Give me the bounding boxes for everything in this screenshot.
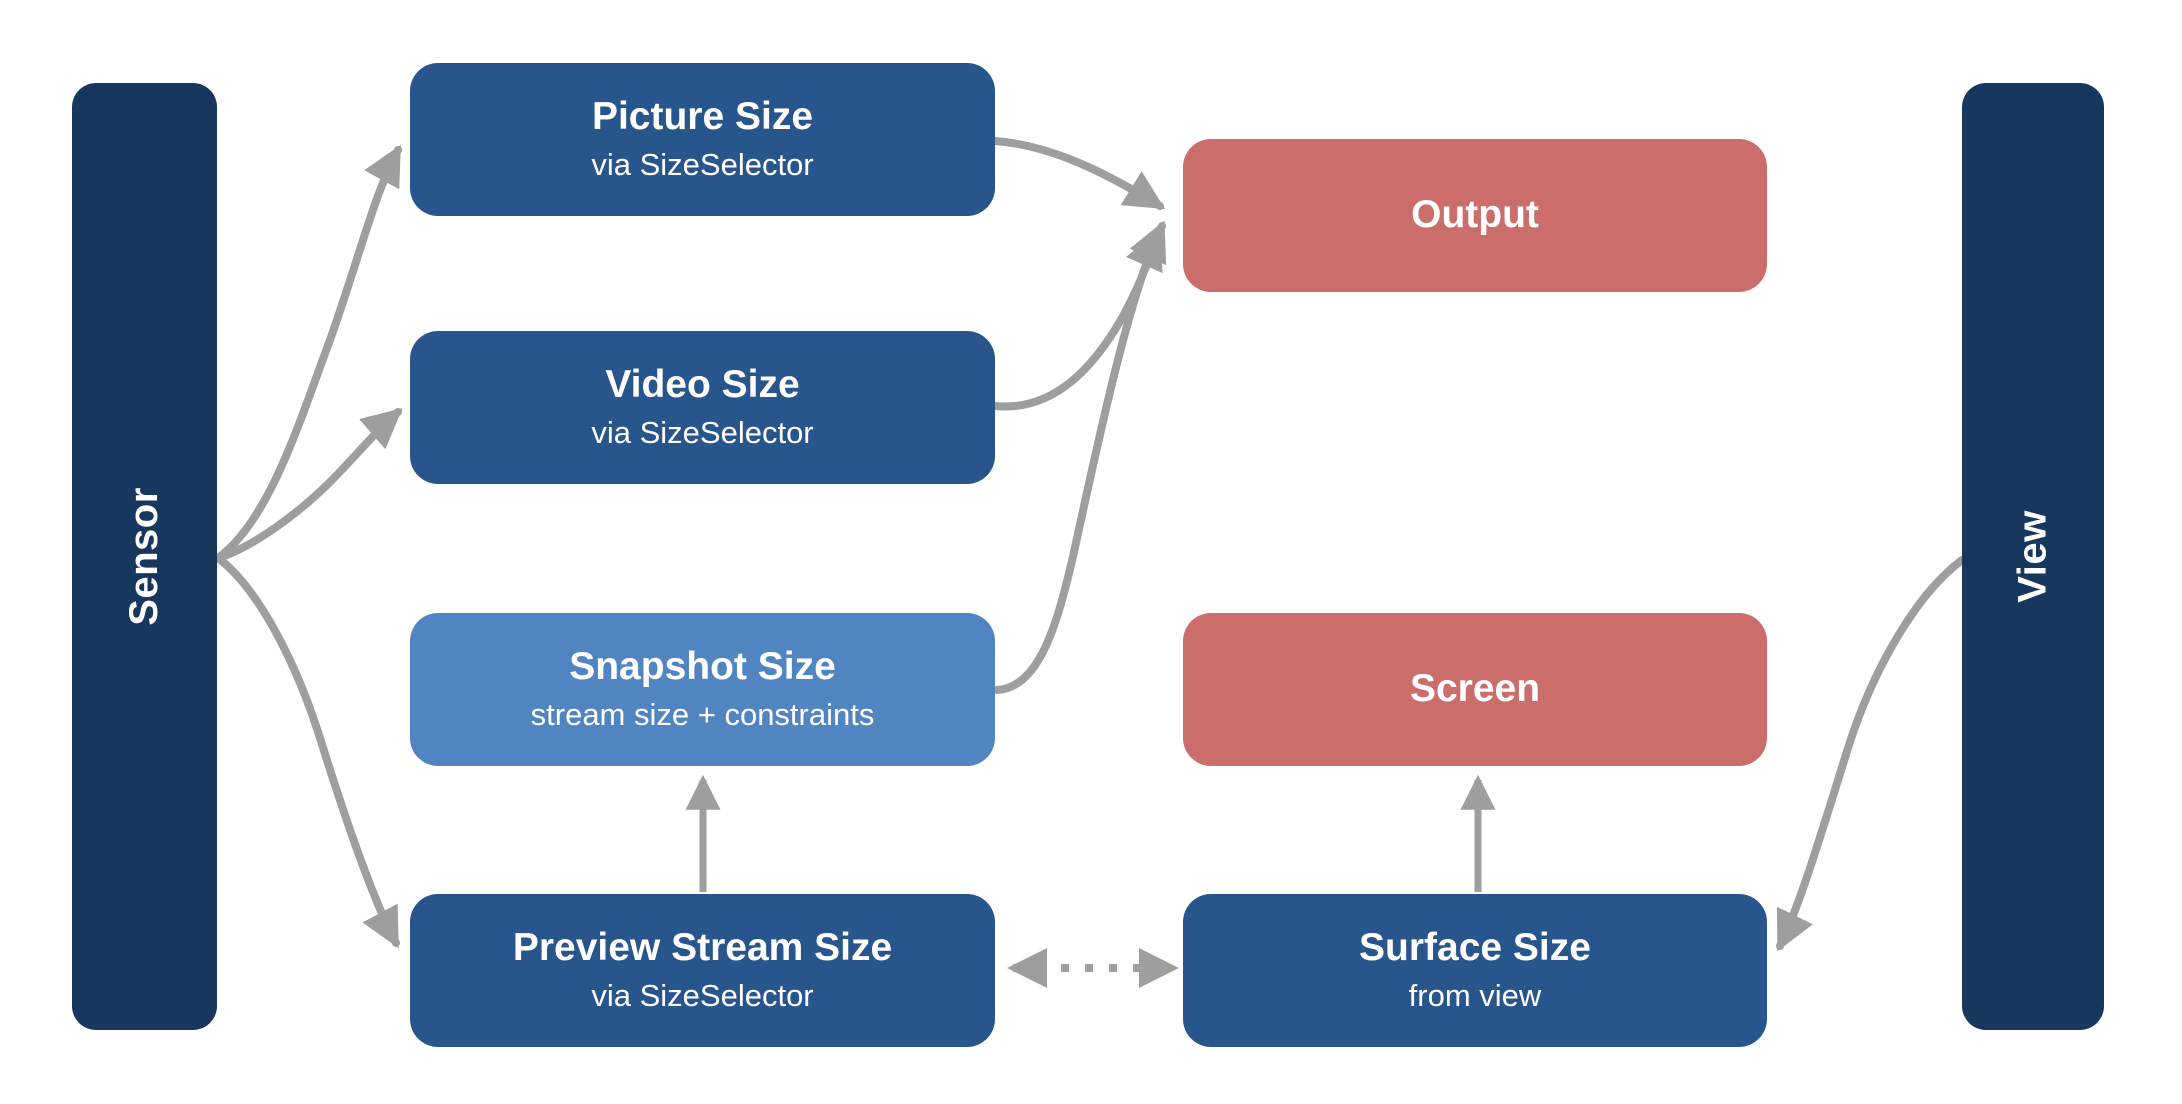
lane-view-label: View [2010,510,2055,603]
node-snapshot-size: Snapshot Size stream size + constraints [410,613,995,766]
node-preview-stream-size-title: Preview Stream Size [512,926,893,970]
edge-snapshot-size-to-output [993,228,1163,694]
node-picture-size-title: Picture Size [591,95,814,139]
edge-sensor-to-preview-stream-size [214,554,400,949]
edge-sensor-to-video-size [214,408,403,562]
lane-sensor-label: Sensor [121,487,166,626]
edge-view-to-surface-size [1776,556,1966,952]
node-screen-title: Screen [1409,667,1541,711]
node-video-size-subtitle: via SizeSelector [591,415,814,451]
edge-sensor-to-picture-size [214,144,402,562]
node-preview-stream-size-subtitle: via SizeSelector [591,978,814,1014]
lane-sensor: Sensor [72,83,217,1030]
node-video-size: Video Size via SizeSelector [410,331,995,484]
edge-picture-size-to-output [991,137,1166,210]
node-output: Output [1183,139,1767,292]
edge-video-size-to-output [991,220,1167,411]
node-video-size-title: Video Size [605,363,800,407]
node-screen: Screen [1183,613,1767,766]
node-preview-stream-size: Preview Stream Size via SizeSelector [410,894,995,1047]
node-surface-size: Surface Size from view [1183,894,1767,1047]
node-output-title: Output [1411,193,1539,237]
node-picture-size-subtitle: via SizeSelector [591,147,814,183]
node-surface-size-subtitle: from view [1408,978,1542,1014]
node-snapshot-size-subtitle: stream size + constraints [530,697,875,733]
node-surface-size-title: Surface Size [1359,926,1591,970]
node-picture-size: Picture Size via SizeSelector [410,63,995,216]
lane-view: View [1962,83,2104,1030]
node-snapshot-size-title: Snapshot Size [569,645,836,689]
